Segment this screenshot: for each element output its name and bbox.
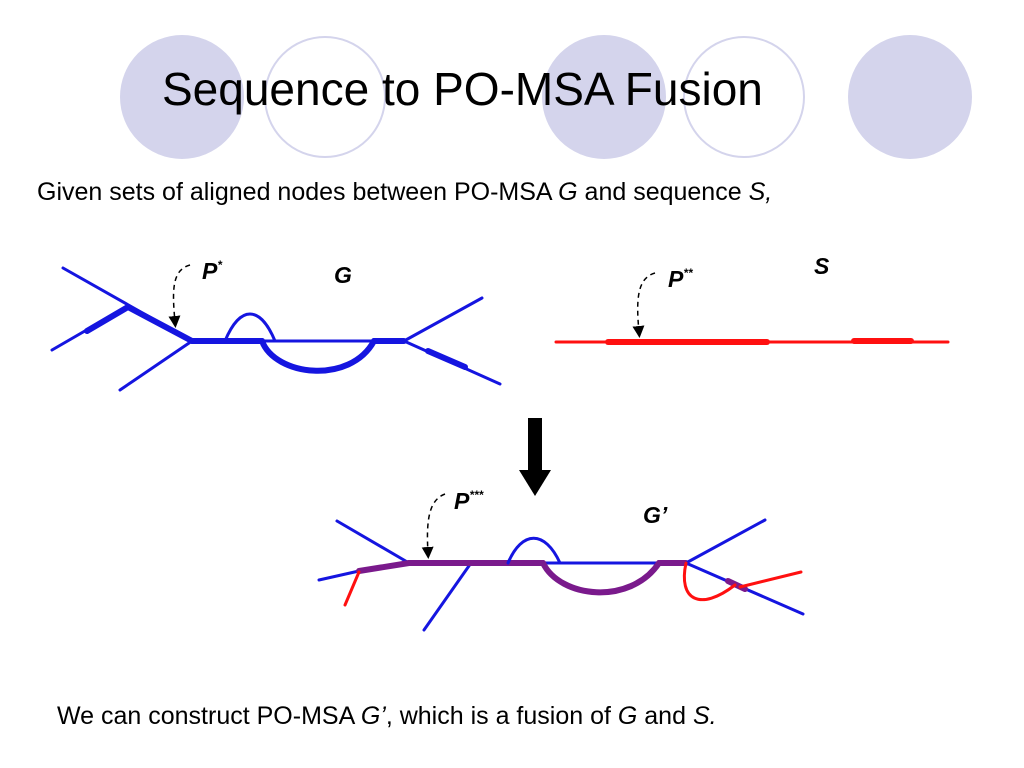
pointer-g-sup: * xyxy=(217,258,223,272)
fusion-arrow-icon xyxy=(519,418,551,496)
intro-s: S, xyxy=(748,178,773,206)
pointer-label-fused: P*** xyxy=(454,488,483,515)
pointer-arrow-fused xyxy=(421,493,446,559)
sequence-s-label: S xyxy=(814,253,830,279)
conclusion-g: G xyxy=(617,702,638,730)
intro-text: Given sets of aligned nodes between PO-M… xyxy=(37,178,772,207)
circle-outline-2 xyxy=(683,36,805,158)
conclusion-s: S. xyxy=(692,702,717,730)
pointer-label-g: P* xyxy=(202,258,222,285)
conclusion-middle: , which is a fusion of xyxy=(385,702,618,730)
pointer-arrow-s xyxy=(632,272,656,338)
header-circles xyxy=(120,35,972,159)
pointer-s-letter: P xyxy=(668,266,684,292)
graph-g xyxy=(50,266,502,392)
conclusion-text: We can construct PO-MSA G’, which is a f… xyxy=(57,702,717,731)
circle-filled-2 xyxy=(542,35,666,159)
intro-g: G xyxy=(558,178,578,206)
sequence-s xyxy=(554,338,950,345)
pointer-g-letter: P xyxy=(202,258,218,284)
pointer-fused-sup: *** xyxy=(469,488,484,502)
pointer-arrow-g xyxy=(168,264,191,328)
pointer-label-s: P** xyxy=(668,266,693,293)
slide-title: Sequence to PO-MSA Fusion xyxy=(162,63,763,115)
circle-filled-3 xyxy=(848,35,972,159)
circle-filled-1 xyxy=(120,35,244,159)
graph-g-prime xyxy=(317,518,805,632)
graph-g-prime-label: G’ xyxy=(643,502,668,528)
conclusion-gprime: G’ xyxy=(360,702,386,730)
intro-middle: and sequence xyxy=(577,178,749,206)
pointer-s-sup: ** xyxy=(683,266,693,280)
graph-g-label: G xyxy=(334,262,352,288)
conclusion-and: and xyxy=(637,702,693,730)
conclusion-prefix: We can construct PO-MSA xyxy=(57,702,361,730)
intro-prefix: Given sets of aligned nodes between PO-M… xyxy=(37,178,559,206)
pointer-fused-letter: P xyxy=(454,488,470,514)
circle-outline-1 xyxy=(264,36,386,158)
